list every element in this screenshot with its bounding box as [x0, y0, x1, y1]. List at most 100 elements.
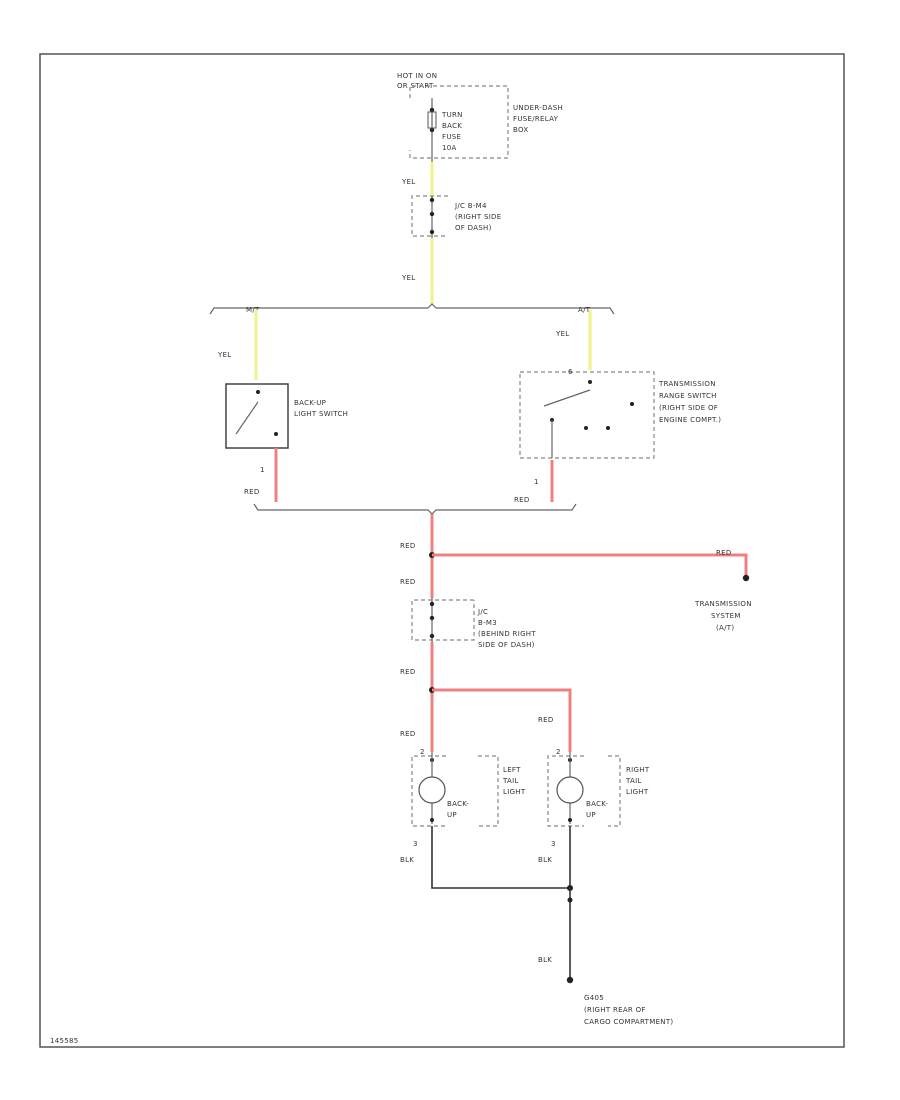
trans-switch-contact-4: [630, 402, 634, 406]
yel-label-2: YEL: [401, 274, 416, 282]
fuse-label-3: FUSE: [442, 133, 461, 141]
pin-label-mt: 1: [260, 466, 265, 474]
jc-bm3-label-3: (BEHIND RIGHT: [478, 630, 536, 638]
right-tail-outline: [547, 755, 584, 827]
fuse-label-1: TURN: [441, 111, 463, 119]
fuse-box-outline: [409, 85, 509, 159]
red-label-left-tail: RED: [400, 730, 416, 738]
blk-label-left: BLK: [400, 856, 414, 864]
right-tail-pin-top: 2: [556, 748, 561, 756]
red-wire-right-tail: [432, 688, 572, 752]
red-label-right-tail: RED: [538, 716, 554, 724]
left-tail-pin-top: 2: [420, 748, 425, 756]
left-tail-bulb-label-2: UP: [447, 811, 457, 819]
left-tail-pin-bottom: 3: [413, 840, 418, 848]
jc-bm4-node-3: [429, 229, 435, 235]
trans-switch-contact-2: [584, 426, 588, 430]
right-tail-label-3: LIGHT: [626, 788, 649, 796]
right-tail-light: 2 BACK- UP RIGHT TAIL LIGHT: [547, 748, 650, 827]
jc-bm4-outline: [411, 195, 448, 237]
red-label-trunk-3: RED: [400, 668, 416, 676]
red-label-at: RED: [514, 496, 530, 504]
trans-system-label-1: TRANSMISSION: [694, 600, 752, 608]
trans-switch-label-2: RANGE SWITCH: [659, 392, 717, 400]
right-tail-label-2: TAIL: [625, 777, 642, 785]
transmission-range-switch: 6 TRANSMISSION RANGE SWITCH (RIGHT SIDE …: [519, 368, 721, 459]
jc-bm3-node-1: [429, 601, 435, 607]
ground-splice-2: [567, 897, 573, 903]
right-tail-pin-bottom: 3: [551, 840, 556, 848]
left-tail-label-3: LIGHT: [503, 788, 526, 796]
left-tail-terminal-bottom: [430, 818, 434, 822]
left-tail-bulb: [418, 776, 446, 804]
jc-bm4-label-1: J/C B-M4: [454, 202, 487, 210]
jc-bm4-node-2: [429, 211, 435, 217]
ground-label-2: (RIGHT REAR OF: [584, 1006, 646, 1014]
red-wire-trans-system: [432, 553, 748, 578]
red-label-trunk-2: RED: [400, 578, 416, 586]
right-tail-bulb-label-2: UP: [586, 811, 596, 819]
jc-bm4-node-1: [429, 197, 435, 203]
left-tail-label-2: TAIL: [502, 777, 519, 785]
option-bus-top: [209, 303, 615, 315]
fuse-label-2: BACK: [442, 122, 462, 130]
yel-label-mt: YEL: [217, 351, 232, 359]
right-tail-terminal-bottom: [568, 818, 572, 822]
blk-label-right: BLK: [538, 856, 552, 864]
jc-bm4: J/C B-M4 (RIGHT SIDE OF DASH): [411, 195, 501, 238]
diagram-id: 145585: [50, 1037, 79, 1045]
right-tail-bulb: [556, 776, 584, 804]
backup-light-switch: BACK-UP LIGHT SWITCH: [225, 383, 348, 449]
trans-switch-label-4: ENGINE COMPT.): [659, 416, 721, 424]
jc-bm3-node-2: [429, 615, 435, 621]
jc-bm3-outline: [411, 599, 475, 641]
left-tail-outline: [411, 755, 446, 827]
fuse-box: HOT IN ON OR START TURN BACK FUSE 10A UN…: [397, 72, 563, 162]
jc-bm4-label-2: (RIGHT SIDE: [455, 213, 501, 221]
fuse-label-4: 10A: [442, 144, 457, 152]
bus-mt-label: M/T: [246, 306, 260, 314]
backup-switch-label-2: LIGHT SWITCH: [294, 410, 348, 418]
underdash-label-1: UNDER-DASH: [513, 104, 563, 112]
trans-switch-lever: [543, 389, 591, 407]
trans-switch-pin: 6: [568, 368, 573, 376]
trans-switch-outline: [519, 371, 655, 459]
right-tail-outline-right: [608, 755, 621, 827]
fuse-symbol: [427, 111, 437, 129]
bus-at-label: A/T: [578, 306, 591, 314]
jc-bm3-label-1: J/C: [477, 608, 488, 616]
jc-bm4-label-3: OF DASH): [455, 224, 492, 232]
backup-switch-top-contact: [256, 390, 260, 394]
hot-label-line1: HOT IN ON: [397, 72, 437, 80]
backup-switch-lever: [235, 401, 259, 435]
trans-switch-common: [588, 380, 592, 384]
left-tail-bulb-label-1: BACK-: [447, 800, 469, 808]
red-label-trunk-1: RED: [400, 542, 416, 550]
backup-switch-bottom-contact: [274, 432, 278, 436]
underdash-label-3: BOX: [513, 126, 528, 134]
trans-switch-contact-3: [606, 426, 610, 430]
ground-terminal: [566, 976, 574, 984]
jc-bm3-node-3: [429, 633, 435, 639]
right-tail-label-1: RIGHT: [626, 766, 650, 774]
trans-switch-label-1: TRANSMISSION: [658, 380, 716, 388]
yel-label-1: YEL: [401, 178, 416, 186]
right-tail-bulb-label-1: BACK-: [586, 800, 608, 808]
ground-label-3: CARGO COMPARTMENT): [584, 1018, 673, 1026]
diagram-border: [39, 53, 845, 1048]
left-tail-outline-right: [478, 755, 499, 827]
trans-system-terminal: [742, 574, 750, 582]
option-bus-bottom: [253, 503, 577, 515]
red-label-mt: RED: [244, 488, 260, 496]
backup-switch-box: [225, 383, 289, 449]
jc-bm3: J/C B-M3 (BEHIND RIGHT SIDE OF DASH): [411, 598, 536, 649]
backup-switch-label-1: BACK-UP: [294, 399, 326, 407]
fuse-terminal-top: [429, 107, 435, 113]
blk-wire-left: [431, 826, 570, 889]
fuse-terminal-bottom: [429, 127, 435, 133]
jc-bm3-label-2: B-M3: [478, 619, 497, 627]
left-tail-label-1: LEFT: [503, 766, 521, 774]
trans-switch-label-3: (RIGHT SIDE OF: [659, 404, 718, 412]
yel-label-at: YEL: [555, 330, 570, 338]
